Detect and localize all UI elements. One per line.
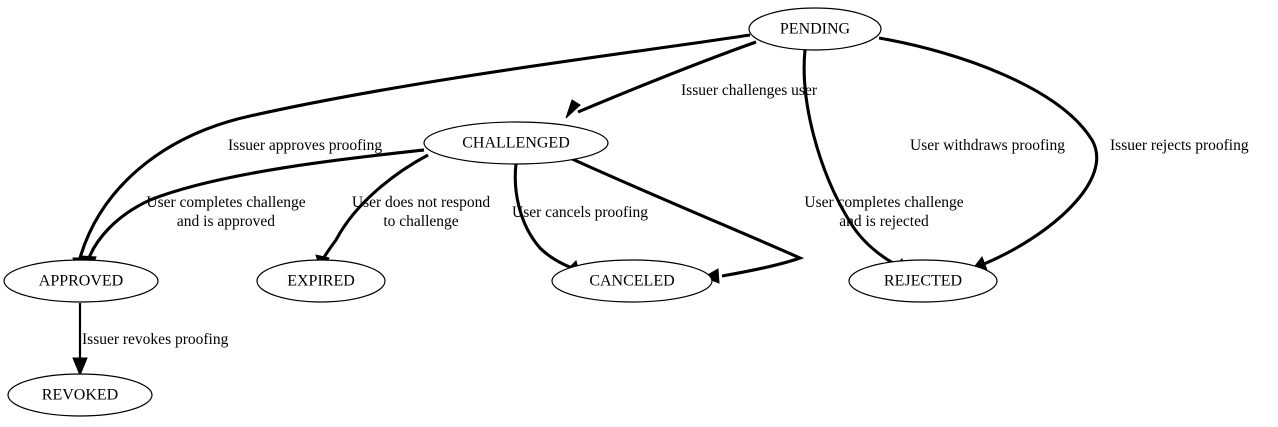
edge-label-user-completes-challenge-rejected-line2: and is rejected xyxy=(839,213,929,230)
edge-path-challenged-expired xyxy=(321,153,429,260)
edge-label-user-cancels-proofing: User cancels proofing xyxy=(512,204,648,221)
node-canceled[interactable]: CANCELED xyxy=(551,259,713,303)
node-rejected-ellipse xyxy=(848,259,998,303)
edge-pending-to-rejected-rejects[interactable]: Issuer rejects proofing xyxy=(878,36,1249,271)
arrowhead-approved-revoked xyxy=(72,357,88,377)
edge-challenged-to-canceled-cancels[interactable]: User cancels proofing xyxy=(512,163,648,276)
node-pending-label: PENDING xyxy=(780,21,851,38)
node-pending-ellipse xyxy=(748,7,882,51)
edge-path-challenged-approved xyxy=(87,148,425,259)
edge-label-issuer-rejects-proofing: Issuer rejects proofing xyxy=(1110,137,1249,154)
node-canceled-ellipse xyxy=(551,259,713,303)
node-expired-label: EXPIRED xyxy=(287,273,355,290)
edge-label-user-completes-challenge-approved-line2: and is approved xyxy=(177,213,275,230)
edge-path-challenged-canceled-rejected xyxy=(569,156,805,278)
edge-path-pending-approved xyxy=(78,33,751,259)
node-challenged-ellipse xyxy=(423,121,609,165)
edge-pending-to-challenged[interactable]: Issuer challenges user xyxy=(565,40,818,119)
edge-path-pending-rejected-withdraws xyxy=(802,49,899,268)
node-challenged-label: CHALLENGED xyxy=(462,135,570,152)
edge-approved-to-revoked[interactable]: Issuer revokes proofing xyxy=(72,303,229,377)
edge-label-issuer-challenges-user: Issuer challenges user xyxy=(681,82,818,99)
edge-path-pending-rejected-rejects xyxy=(878,36,1099,266)
edge-challenged-to-canceled-rejected[interactable]: User completes challenge and is rejected xyxy=(569,156,964,284)
node-approved-ellipse xyxy=(3,259,159,303)
edge-label-user-completes-challenge-approved-line1: User completes challenge xyxy=(146,194,305,211)
node-expired-ellipse xyxy=(256,259,386,303)
edge-label-user-withdraws-proofing: User withdraws proofing xyxy=(910,137,1065,154)
edge-path-pending-challenged xyxy=(577,40,757,114)
node-rejected-label: REJECTED xyxy=(884,273,962,290)
edge-challenged-to-approved[interactable]: User completes challenge and is approved xyxy=(81,148,425,274)
edge-label-user-does-not-respond-line1: User does not respond xyxy=(352,194,490,211)
node-revoked-label: REVOKED xyxy=(42,387,118,404)
arrowhead-pending-challenged xyxy=(565,99,581,119)
node-revoked[interactable]: REVOKED xyxy=(7,373,153,417)
node-rejected[interactable]: REJECTED xyxy=(848,259,998,303)
edge-path-challenged-canceled-cancels xyxy=(513,163,573,270)
edge-pending-to-approved[interactable]: Issuer approves proofing xyxy=(72,33,751,274)
node-challenged[interactable]: CHALLENGED xyxy=(423,121,609,165)
node-pending[interactable]: PENDING xyxy=(748,7,882,51)
edge-label-user-does-not-respond-line2: to challenge xyxy=(383,213,458,230)
edge-pending-to-rejected-withdraws[interactable]: User withdraws proofing xyxy=(802,49,1065,274)
node-revoked-ellipse xyxy=(7,373,153,417)
node-approved[interactable]: APPROVED xyxy=(3,259,159,303)
node-approved-label: APPROVED xyxy=(39,273,123,290)
edge-label-issuer-revokes-proofing: Issuer revokes proofing xyxy=(82,331,229,348)
edge-label-issuer-approves-proofing: Issuer approves proofing xyxy=(228,137,382,154)
edge-challenged-to-expired[interactable]: User does not respond to challenge xyxy=(315,153,490,274)
edge-label-user-completes-challenge-rejected-line1: User completes challenge xyxy=(804,194,963,211)
node-expired[interactable]: EXPIRED xyxy=(256,259,386,303)
node-canceled-label: CANCELED xyxy=(589,273,674,290)
